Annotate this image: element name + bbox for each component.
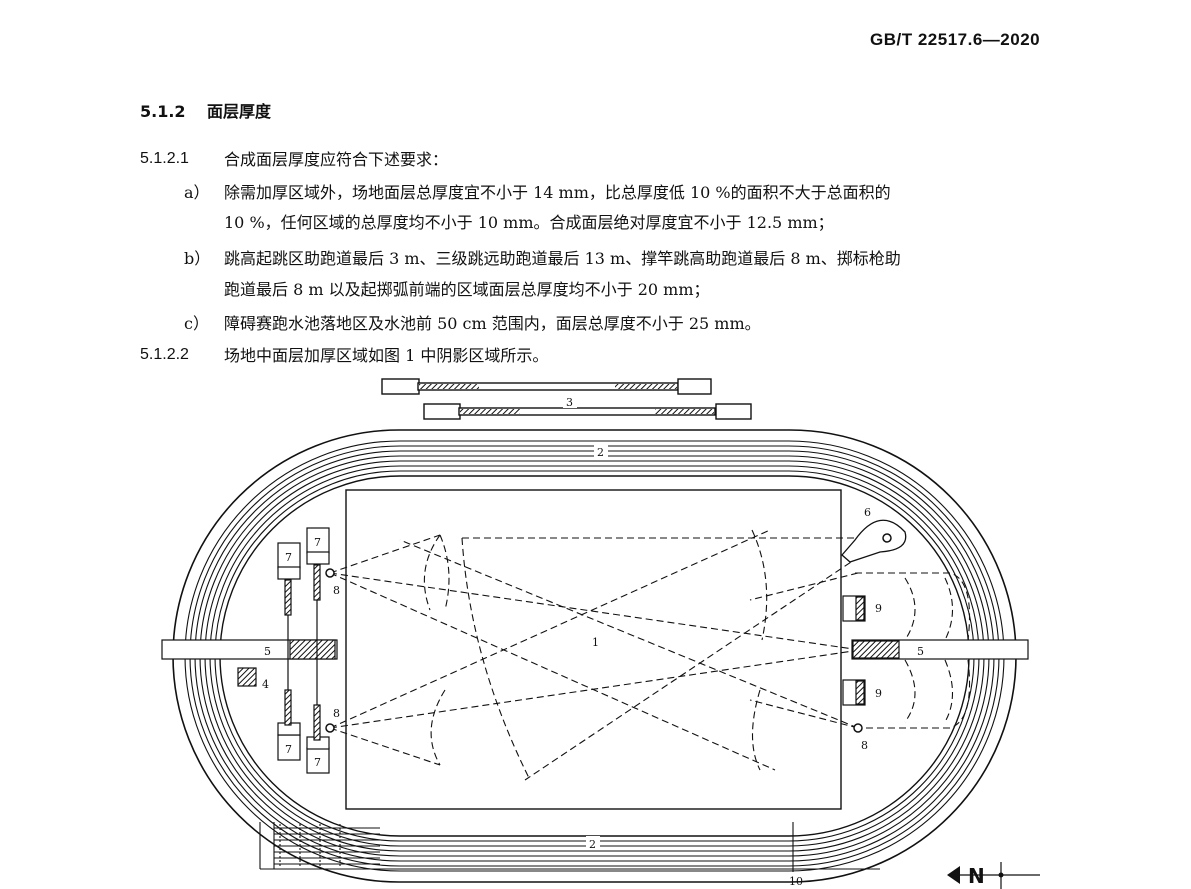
label-1: 1 <box>592 636 599 649</box>
label-2-bottom: 2 <box>589 838 596 851</box>
standard-code: GB/T 22517.6—2020 <box>870 30 1041 49</box>
item-text-line: 除需加厚区域外，场地面层总厚度宜不小于 14 mm，比总厚度低 10 %的面积不… <box>224 183 891 202</box>
item-label: c） <box>184 314 209 333</box>
label-3: 3 <box>566 396 573 409</box>
throwing-circle <box>882 533 892 543</box>
north-arrow-icon: N <box>947 862 1040 889</box>
label-5-left: 5 <box>264 645 271 658</box>
clause-number: 5.1.2.1 <box>140 150 189 167</box>
item-label: b） <box>184 249 211 268</box>
label-8: 8 <box>861 739 868 752</box>
item-label: a） <box>184 183 210 202</box>
label-7: 7 <box>285 551 292 564</box>
throwing-sectors <box>329 529 888 781</box>
item-text-line: 障碍赛跑水池落地区及水池前 50 cm 范围内，面层总厚度不小于 25 mm。 <box>224 314 761 333</box>
label-4: 4 <box>262 678 269 691</box>
infield <box>345 489 842 810</box>
jump-pits <box>237 527 330 774</box>
steeplechase-area <box>855 572 971 729</box>
shot-put-circles <box>325 568 863 733</box>
label-5-right: 5 <box>917 645 924 658</box>
section-title: 面层厚度 <box>207 102 272 121</box>
north-label: N <box>968 864 985 888</box>
label-10: 10 <box>789 875 803 888</box>
label-2-top: 2 <box>597 446 604 459</box>
label-8: 8 <box>333 707 340 720</box>
label-7: 7 <box>314 756 321 769</box>
label-8: 8 <box>333 584 340 597</box>
section-number: 5.1.2 <box>140 102 186 121</box>
home-straight <box>259 822 880 872</box>
item-text-line: 10 %，任何区域的总厚度均不小于 10 mm。合成面层绝对厚度宜不小于 12.… <box>224 213 834 232</box>
label-9: 9 <box>875 687 882 700</box>
clause-intro: 合成面层厚度应符合下述要求： <box>224 150 449 169</box>
javelin-runway <box>381 378 752 420</box>
clause-number: 5.1.2.2 <box>140 346 189 363</box>
item-text-line: 跳高起跳区助跑道最后 3 m、三级跳远助跑道最后 13 m、撑竿跳高助跑道最后 … <box>224 249 901 268</box>
hammer-cage <box>841 519 907 563</box>
water-jump-boxes <box>842 595 866 706</box>
item-text-line: 跑道最后 8 m 以及起掷弧前端的区域面层总厚度均不小于 20 mm； <box>224 280 710 299</box>
clause-text: 场地中面层加厚区域如图 1 中阴影区域所示。 <box>224 346 549 365</box>
label-7: 7 <box>285 743 292 756</box>
label-9: 9 <box>875 602 882 615</box>
label-6: 6 <box>864 506 871 519</box>
label-7: 7 <box>314 536 321 549</box>
long-jump-runways <box>161 639 1029 660</box>
